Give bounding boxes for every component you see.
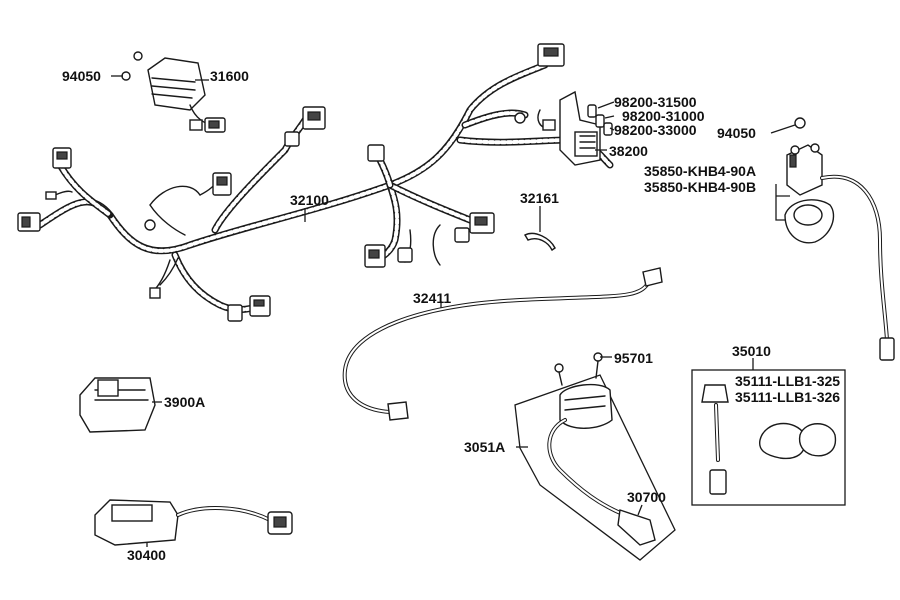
leader-lines [111,75,796,547]
label-3051a: 3051A [464,439,506,455]
battery-cable [342,267,663,421]
label-31600: 31600 [210,68,249,84]
label-35111-llb1-325: 35111-LLB1-325 [735,373,841,389]
label-95701: 95701 [614,350,653,366]
ignition-coil-group [514,352,676,561]
label-38200: 38200 [609,143,648,159]
starter-relay [775,117,895,361]
label-98200-33000: 98200-33000 [614,122,697,138]
main-wire-harness [36,61,614,313]
label-35850-khb4-90b: 35850-KHB4-90B [644,179,757,195]
label-30400: 30400 [127,547,166,563]
label-94050-right: 94050 [717,125,756,141]
label-35850-khb4-90a: 35850-KHB4-90A [644,163,757,179]
regulator-rectifier [121,51,226,133]
label-98200-31500: 98200-31500 [614,94,697,110]
cable-band [524,232,556,251]
label-32161: 32161 [520,190,559,206]
label-98200-31000: 98200-31000 [622,108,705,124]
label-35111-llb1-326: 35111-LLB1-326 [735,389,841,405]
harness-connectors [17,43,565,322]
label-32100: 32100 [290,192,329,208]
label-30700: 30700 [627,489,666,505]
label-3900a: 3900A [164,394,206,410]
control-unit [94,499,293,546]
label-94050-left: 94050 [62,68,101,84]
cdi-unit [79,377,156,433]
horn-switch-group [691,369,846,506]
fuse-box [559,90,613,166]
label-32411: 32411 [413,290,452,306]
label-35010: 35010 [732,343,771,359]
